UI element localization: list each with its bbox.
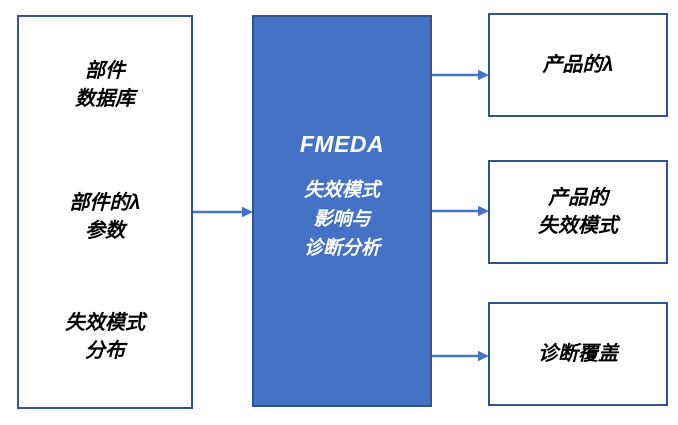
output-label-product-lambda: 产品的λ: [542, 54, 614, 76]
input-item-component-lambda-parameters: 部件的λ 参数: [69, 192, 141, 242]
arrow-fmeda-to-product-failure-modes: [432, 205, 489, 217]
input-item-component-database: 部件 数据库: [75, 60, 135, 110]
output-box-diagnostic-coverage: 诊断覆盖: [488, 302, 668, 406]
inputs-box: 部件 数据库 部件的λ 参数 失效模式 分布: [17, 15, 193, 409]
output-box-product-lambda: 产品的λ: [488, 13, 668, 117]
arrow-inputs-to-fmeda: [193, 206, 253, 218]
arrow-fmeda-to-product-lambda: [432, 69, 489, 81]
output-label-diagnostic-coverage: 诊断覆盖: [538, 343, 618, 365]
input-item-failure-mode-distribution: 失效模式 分布: [65, 312, 145, 362]
fmeda-title: FMEDA: [299, 131, 385, 157]
fmeda-process-box: FMEDA 失效模式 影响与 诊断分析: [252, 15, 432, 407]
fmeda-subtitle: 失效模式 影响与 诊断分析: [303, 180, 380, 259]
output-label-product-failure-modes: 产品的 失效模式: [538, 187, 618, 237]
output-box-product-failure-modes: 产品的 失效模式: [488, 160, 668, 264]
arrow-fmeda-to-diagnostic-coverage: [432, 350, 489, 362]
